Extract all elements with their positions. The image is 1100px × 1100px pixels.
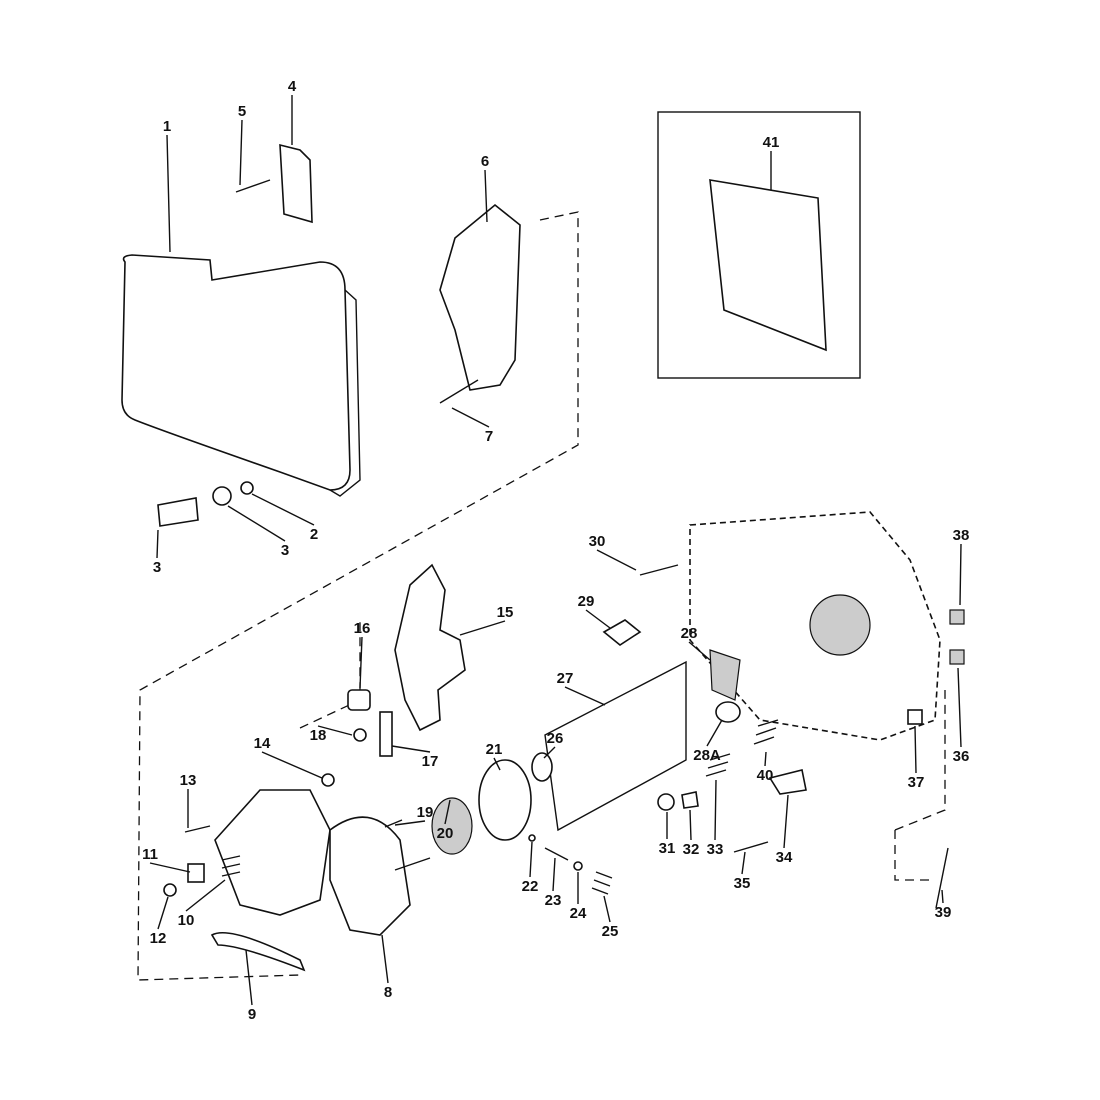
part-27-kit-frame <box>544 660 687 832</box>
callout-label: 2 <box>310 526 318 543</box>
callout-label: 8 <box>384 984 392 1001</box>
part-10-spring <box>221 855 241 877</box>
callout-label: 29 <box>578 593 595 610</box>
callout-label: 38 <box>953 527 970 544</box>
callout-label: 14 <box>254 735 271 752</box>
part-40-spring <box>753 719 779 745</box>
part-22 <box>528 834 536 842</box>
part-11 <box>187 863 205 883</box>
part-23-pin <box>544 847 569 861</box>
callout-label: 12 <box>150 930 167 947</box>
part-25-spring <box>591 871 613 895</box>
part-15-lever <box>394 563 466 732</box>
part-38 <box>949 609 965 625</box>
part-20-seal <box>431 797 473 855</box>
part-3-nut <box>212 486 232 506</box>
callout-label: 30 <box>589 533 606 550</box>
callout-label: 13 <box>180 772 197 789</box>
part-1-edge <box>329 289 361 497</box>
callout-label: 41 <box>763 134 780 151</box>
callout-label: 24 <box>570 905 587 922</box>
callout-label: 26 <box>547 730 564 747</box>
part-33-spring <box>705 753 731 777</box>
screw-13 <box>184 825 211 833</box>
part-34 <box>768 769 807 795</box>
callout-label: 18 <box>310 727 327 744</box>
screw-7 <box>439 379 479 404</box>
part-24-ball <box>573 861 583 871</box>
callout-label: 15 <box>497 604 514 621</box>
callout-label: 34 <box>776 849 793 866</box>
screw-35 <box>733 841 769 853</box>
inset-frame <box>657 111 861 379</box>
callout-label: 36 <box>953 748 970 765</box>
part-14 <box>321 773 335 787</box>
callout-label: 32 <box>683 841 700 858</box>
callout-label: 27 <box>557 670 574 687</box>
callout-label: 19 <box>417 804 434 821</box>
part-9-link <box>210 932 306 972</box>
part-31-ball <box>657 793 675 811</box>
part-41-cover <box>709 179 827 352</box>
part-28 <box>709 649 741 701</box>
screw-39 <box>935 847 949 909</box>
part-32 <box>681 791 699 809</box>
part-3-bolt <box>157 497 199 527</box>
callout-label: 10 <box>178 912 195 929</box>
part-6-cover <box>439 203 521 391</box>
callout-label: 25 <box>602 923 619 940</box>
leader-lines <box>149 95 962 1006</box>
part-2-washer <box>240 481 254 495</box>
part-1-cover-plate <box>121 254 351 491</box>
callout-label: 20 <box>437 825 454 842</box>
housing-boss <box>809 594 871 656</box>
callout-label: 40 <box>757 767 774 784</box>
callout-label: 4 <box>288 78 297 95</box>
callout-label: 23 <box>545 892 562 909</box>
part-8-sector <box>329 816 411 936</box>
callout-label: 31 <box>659 840 676 857</box>
part-17-link <box>379 711 393 757</box>
callout-label: 39 <box>935 904 952 921</box>
callout-label: 3 <box>153 559 161 576</box>
callout-label: 7 <box>485 428 493 445</box>
part-16 <box>347 689 371 711</box>
callout-label: 37 <box>908 774 925 791</box>
callout-label: 1 <box>163 118 171 135</box>
part-19-pin <box>384 819 403 828</box>
part-8-shaft <box>394 857 431 871</box>
callout-label: 9 <box>248 1006 256 1023</box>
callout-label: 5 <box>238 103 246 120</box>
callout-label: 28 <box>681 625 698 642</box>
part-4-bracket <box>279 143 313 224</box>
part-36 <box>949 649 965 665</box>
callout-label: 11 <box>142 846 158 863</box>
screw-30 <box>639 564 679 576</box>
callout-label: 3 <box>281 542 289 559</box>
callout-label: 6 <box>481 153 489 170</box>
part-12-nut <box>163 883 177 897</box>
part-8-base-plate <box>214 789 331 916</box>
callout-label: 22 <box>522 878 539 895</box>
callout-label: 16 <box>354 620 371 637</box>
callout-label: 28A <box>693 747 721 764</box>
part-18-nut <box>353 728 367 742</box>
part-21-cam <box>478 759 532 841</box>
part-29 <box>602 619 642 646</box>
callout-label: 17 <box>422 753 439 770</box>
callout-label: 35 <box>734 875 751 892</box>
part-37 <box>907 709 923 725</box>
part-28a <box>715 701 741 723</box>
callout-label: 21 <box>486 741 503 758</box>
part-26-ring <box>531 752 553 782</box>
callout-label: 33 <box>707 841 724 858</box>
leader-line-paths <box>149 95 962 1006</box>
screw-5 <box>235 179 271 193</box>
